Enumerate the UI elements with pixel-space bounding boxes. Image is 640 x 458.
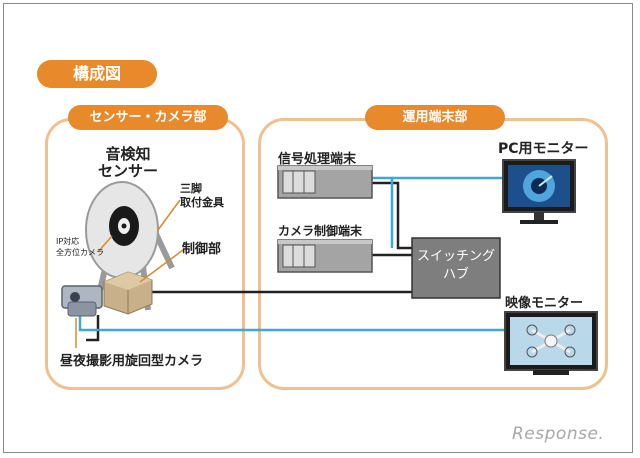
- pc-monitor-label: PC用モニター: [498, 141, 589, 157]
- ptz-camera-label: 昼夜撮影用旋回型カメラ: [60, 354, 204, 369]
- ptz-camera-icon: [61, 285, 103, 317]
- operation-terminal-section-label: 運用端末部: [365, 105, 505, 130]
- sound-sensor-label: 音検知 センサー: [98, 145, 159, 180]
- sound-sensor-icon: [85, 181, 175, 311]
- lan-cables: [86, 181, 412, 342]
- signal-terminal-label: 信号処理端末: [278, 152, 357, 167]
- video-cables: [78, 176, 505, 332]
- callout-lines: [75, 199, 184, 348]
- response-watermark: Response.: [512, 424, 605, 444]
- switching-hub-box: [411, 237, 501, 299]
- sensor-camera-section-label: センサー・カメラ部: [68, 105, 228, 130]
- ip-camera-label: IP対応 全方位カメラ: [56, 237, 104, 257]
- camera-terminal-icon: [277, 239, 373, 273]
- controller-label: 制御部: [182, 242, 222, 257]
- video-monitor-label: 映像モニター: [505, 296, 584, 311]
- controller-box-icon: [103, 271, 153, 315]
- camera-terminal-label: カメラ制御端末: [278, 224, 363, 238]
- tripod-label: 三脚 取付金具: [180, 182, 224, 209]
- title-badge: 構成図: [37, 60, 157, 88]
- video-monitor-icon: [504, 311, 598, 375]
- switching-hub-label: スイッチング ハブ: [416, 249, 495, 282]
- sensor-camera-panel: [45, 118, 245, 390]
- signal-terminal-icon: [277, 165, 373, 199]
- pc-monitor-icon: [502, 159, 576, 224]
